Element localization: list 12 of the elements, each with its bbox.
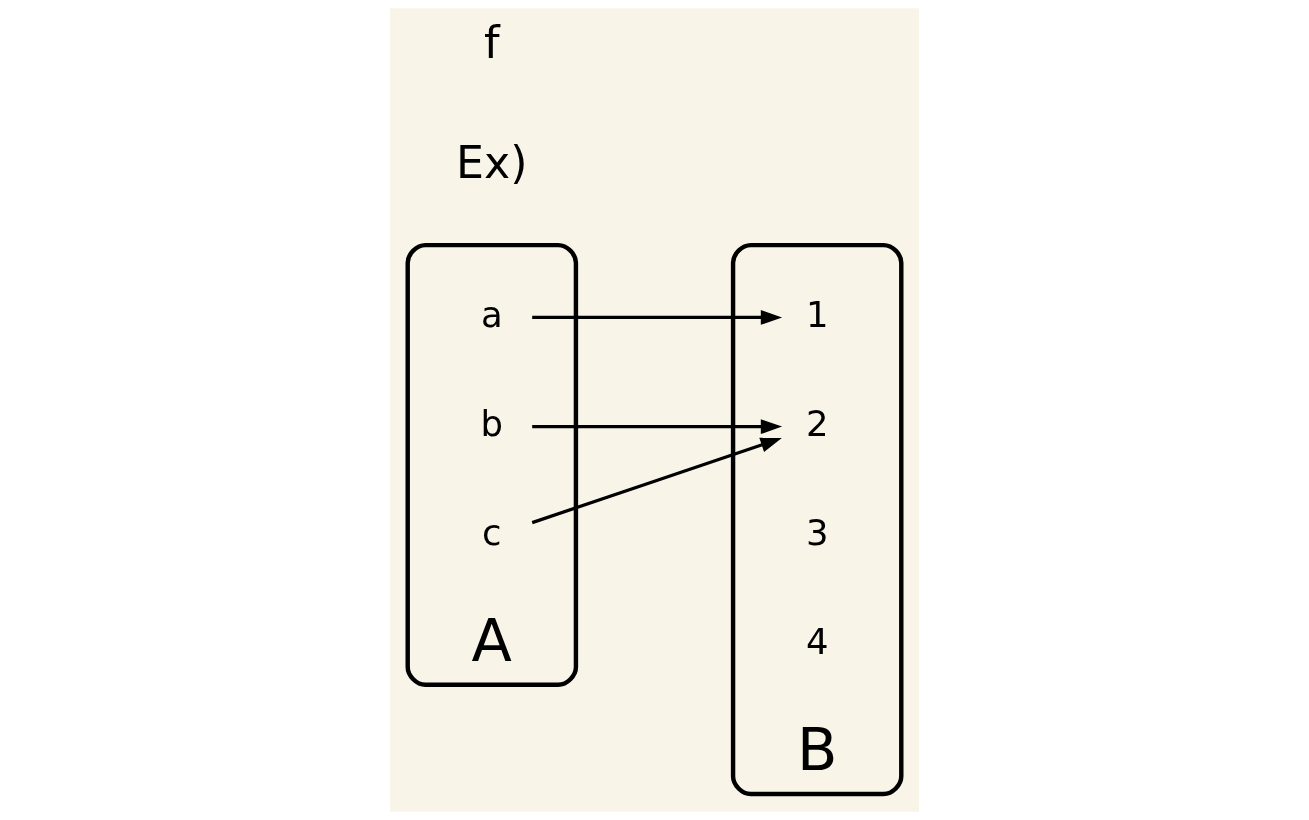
node-text: c [482, 511, 502, 553]
node-text: 1 [805, 293, 829, 335]
node-text: 4 [805, 621, 829, 663]
arrow [532, 419, 783, 435]
node-text: b [480, 402, 504, 444]
label: f [484, 17, 500, 69]
arrow [532, 309, 783, 325]
arrow [531, 437, 782, 525]
label: Ex) [456, 136, 528, 188]
node-text: a [480, 293, 503, 335]
node-text: 3 [805, 511, 829, 553]
node-text: 2 [805, 402, 829, 444]
